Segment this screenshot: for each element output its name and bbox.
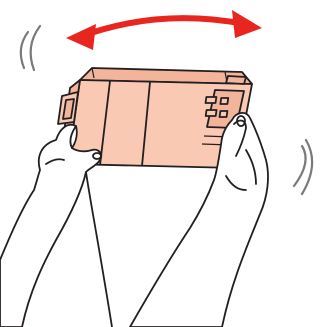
motion-lines-left-icon: [21, 26, 40, 70]
double-headed-arrow-icon: [66, 10, 262, 50]
left-hand-outline: [0, 125, 101, 327]
motion-lines-right-icon: [294, 140, 312, 194]
left-hand: [0, 125, 112, 327]
motion-line-outer: [31, 26, 40, 70]
cartridge-tab: [226, 76, 246, 84]
cartridge-chip-slot: [206, 97, 217, 103]
arrow-head-right: [232, 10, 262, 38]
arrow-head-left: [66, 24, 96, 50]
arrow-shaft: [82, 18, 244, 36]
cartridge-chip-slot: [220, 98, 228, 104]
cartridge-chip-slot: [206, 110, 217, 116]
motion-line-inner: [21, 32, 28, 68]
left-forearm-line: [86, 172, 112, 327]
motion-line-inner: [294, 146, 306, 186]
cartridge-chip-slot: [220, 111, 228, 117]
